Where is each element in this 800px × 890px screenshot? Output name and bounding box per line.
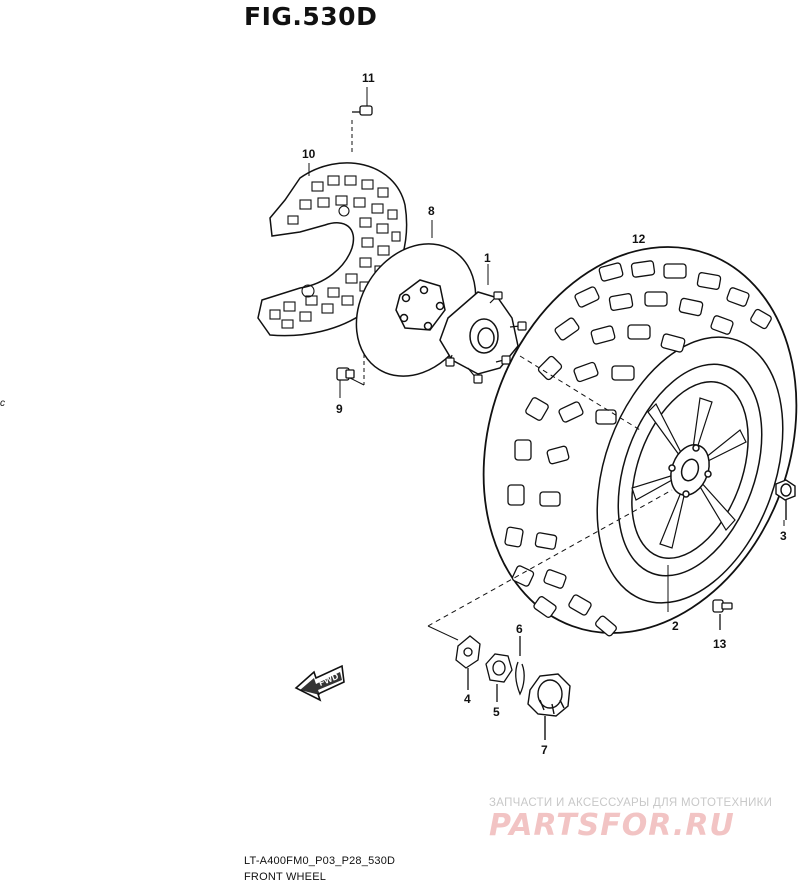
lug-nut [775,479,796,520]
figure-code: LT-A400FM0_P03_P28_530D [244,855,396,867]
bolt-9 [336,367,355,381]
callout-6: 6 [516,622,523,636]
fwd-direction-arrow: FWD [294,664,345,702]
tire-valve [712,599,733,630]
callout-5: 5 [493,705,500,719]
callout-1: 1 [484,251,491,265]
watermark-tagline: ЗАПЧАСТИ И АКСЕССУАРЫ ДЛЯ МОТОТЕХНИКИ [489,797,773,809]
wheel-rim [617,363,763,577]
callout-10: 10 [302,147,316,161]
castle-nut-5 [485,653,513,702]
callout-8: 8 [428,204,435,218]
bolt-11 [352,105,373,116]
cotter-pin [515,636,525,696]
watermark-logo: PARTSFOR.RU [489,808,735,843]
callout-2: 2 [672,619,679,633]
axle-leader [427,355,785,641]
callout-11: 11 [362,71,375,85]
washer [455,635,481,690]
callout-12: 12 [632,232,646,246]
callout-9: 9 [336,402,343,416]
callout-3: 3 [780,529,787,543]
callout-4: 4 [464,692,471,706]
callout-13: 13 [713,637,727,651]
hub-cap [527,673,571,740]
figure-title: FIG.530D [244,2,378,31]
figure-name: FRONT WHEEL [244,871,327,883]
callout-7: 7 [541,743,548,757]
stray-mark: c [0,398,5,409]
callouts: 11 10 8 1 12 9 3 2 6 13 4 5 7 [302,71,787,757]
wheel-hub [439,291,527,384]
